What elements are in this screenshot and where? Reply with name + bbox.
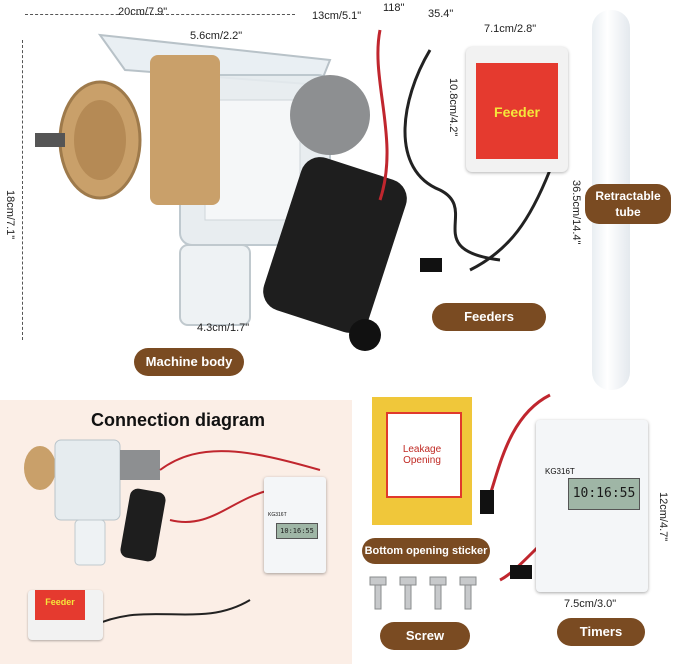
power-cables <box>376 29 552 272</box>
connection-diagram-illustration <box>24 439 321 626</box>
diagram-timer-brand: KG316T <box>268 512 287 518</box>
timer-brand: KG316T <box>545 467 575 476</box>
timer-width-label: 7.5cm/3.0" <box>564 598 617 610</box>
screw-pill: Screw <box>380 622 470 650</box>
timer-height-label: 12cm/4.7" <box>657 492 669 542</box>
feeder-box-label-panel <box>476 63 558 159</box>
tube-length-label: 36.5cm/14.4" <box>570 180 582 245</box>
diagram-timer-display: 10:16:55 <box>276 523 318 539</box>
bottom-sticker-pill: Bottom opening sticker <box>362 538 490 564</box>
screws-illustration <box>369 576 477 610</box>
outlet-width-label: 4.3cm/1.7" <box>197 322 250 334</box>
diagram-feeder-label-panel <box>35 590 85 620</box>
bottom-sticker-text: Leakage Opening <box>402 444 442 466</box>
feeders-pill: Feeders <box>432 303 546 331</box>
retractable-tube-pill: Retractable tube <box>585 184 671 224</box>
body-height-label: 18cm/7.1" <box>4 190 16 240</box>
feeder-box-text: Feeder <box>494 104 540 120</box>
feeder-height-label: 10.8cm/4.2" <box>447 78 459 137</box>
connection-diagram-title: Connection diagram <box>91 410 266 430</box>
hopper-width-label: 5.6cm/2.2" <box>190 30 243 42</box>
body-depth-label: 13cm/5.1" <box>312 10 362 22</box>
timer-display: 10:16:55 <box>568 478 640 510</box>
machine-body-image <box>30 15 410 355</box>
machine-body-pill: Machine body <box>134 348 244 376</box>
body-width-label: 20cm/7.9" <box>118 6 168 18</box>
wire-length-1-label: 118" <box>383 2 405 14</box>
timer-cable <box>480 393 551 582</box>
body-width-line <box>25 14 295 15</box>
feeder-width-label: 7.1cm/2.8" <box>484 23 537 35</box>
body-height-line <box>22 40 23 340</box>
diagram-feeder-text: Feeder <box>45 597 75 607</box>
timers-pill: Timers <box>557 618 645 646</box>
bottom-sticker-inner <box>386 412 462 498</box>
machine-body-illustration <box>35 33 407 351</box>
wire-length-2-label: 35.4" <box>428 8 454 20</box>
